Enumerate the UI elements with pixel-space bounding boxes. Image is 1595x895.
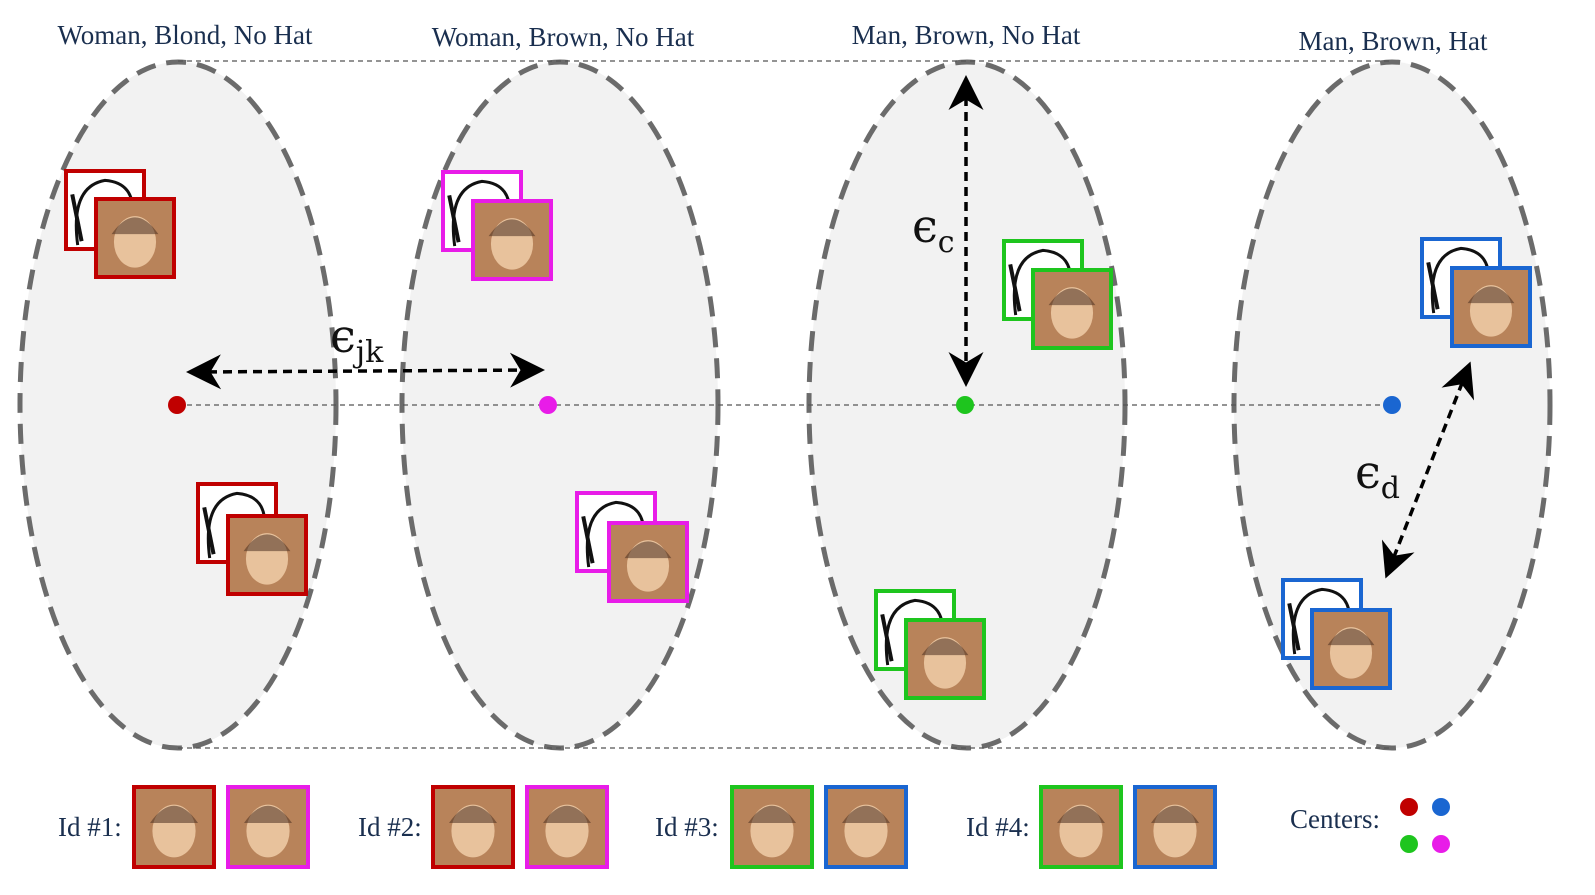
identity-3-label: Id #3: [655, 812, 719, 842]
legend-dot-blue [1432, 798, 1450, 816]
identity-2-photo-2 [527, 787, 607, 867]
cluster-3-pair-bottom-photo [906, 620, 984, 698]
cluster-1-center-dot [168, 396, 186, 414]
epsilon-d-label: ϵd [1355, 445, 1400, 506]
epsilon-jk-arrow [186, 352, 545, 390]
identity-3-photo-2 [826, 787, 906, 867]
cluster-3-center-dot [956, 396, 974, 414]
cluster-4-title: Man, Brown, Hat [1299, 26, 1488, 56]
identity-3-photo-1 [732, 787, 812, 867]
cluster-1-pair-top-photo-frame [94, 197, 176, 279]
epsilon-c-label: ϵc [912, 199, 955, 260]
distance-arrows [186, 75, 1475, 579]
cluster-1-title: Woman, Blond, No Hat [57, 20, 313, 50]
cluster-2-pair-top-photo-frame [471, 199, 553, 281]
legend-dot-red [1400, 798, 1418, 816]
epsilon-d-symbol: ϵ [1355, 445, 1381, 499]
epsilon-d-arrow [1381, 361, 1475, 579]
center-dots [168, 396, 1401, 414]
cluster-3-pair-top-photo-frame [1031, 268, 1113, 350]
sketch-photo-pairs [64, 169, 1532, 700]
cluster-2-pair-bottom-photo [609, 523, 687, 601]
cluster-1-pair-top-photo [96, 199, 174, 277]
epsilon-jk-subscript: jk [353, 335, 384, 370]
epsilon-jk-label: ϵjk [330, 309, 384, 370]
epsilon-jk-symbol: ϵ [330, 309, 356, 363]
centers-legend-label: Centers: [1290, 804, 1380, 834]
cluster-1-pair-bottom-photo [228, 516, 306, 594]
legend-dot-magenta [1432, 835, 1450, 853]
epsilon-c-subscript: c [938, 225, 955, 260]
cluster-3-title: Man, Brown, No Hat [852, 20, 1081, 50]
cluster-2-pair-bottom [575, 491, 689, 603]
identity-2-photo-1 [433, 787, 513, 867]
identity-2-frame-2 [525, 785, 609, 869]
identity-4-photo-1 [1041, 787, 1121, 867]
cluster-2-title: Woman, Brown, No Hat [432, 22, 695, 52]
identity-4-photo-2 [1135, 787, 1215, 867]
cluster-1-pair-bottom-photo-frame [226, 514, 308, 596]
cluster-4-pair-bottom-photo-frame [1310, 608, 1392, 690]
cluster-4-pair-top-photo [1452, 268, 1530, 346]
cluster-2-pair-top [441, 170, 553, 281]
identity-1-frame-2 [226, 785, 310, 869]
cluster-3-pair-bottom [874, 589, 986, 700]
identity-2-frame-1 [431, 785, 515, 869]
cluster-3-pair-bottom-photo-frame [904, 618, 986, 700]
identity-1-label: Id #1: [58, 812, 122, 842]
legend-dot-green [1400, 835, 1418, 853]
identity-3-frame-2 [824, 785, 908, 869]
identity-row: Id #1: Id #2: Id #3: Id #4: [58, 785, 1217, 869]
epsilon-d-subscript: d [1381, 471, 1400, 506]
cluster-4-pair-top-photo-frame [1450, 266, 1532, 348]
cluster-2-center-dot [539, 396, 557, 414]
identity-1-photo-2 [228, 787, 308, 867]
cluster-3-pair-top-photo [1033, 270, 1111, 348]
identity-1-frame-1 [132, 785, 216, 869]
cluster-2-pair-bottom-photo-frame [607, 521, 689, 603]
identity-4-label: Id #4: [966, 812, 1030, 842]
cluster-1-pair-bottom [196, 482, 308, 596]
epsilon-c-symbol: ϵ [912, 199, 938, 253]
identity-2-label: Id #2: [358, 812, 422, 842]
cluster-1-pair-top [64, 169, 176, 279]
centers-legend: Centers: [1290, 798, 1450, 853]
cluster-4-pair-bottom [1281, 578, 1392, 690]
cluster-4-pair-bottom-photo [1312, 610, 1390, 688]
identity-4-frame-2 [1133, 785, 1217, 869]
cluster-4-center-dot [1383, 396, 1401, 414]
cluster-titles: Woman, Blond, No Hat Woman, Brown, No Ha… [57, 20, 1488, 56]
identity-3-frame-1 [730, 785, 814, 869]
identity-4-frame-1 [1039, 785, 1123, 869]
cluster-3-pair-top [1002, 239, 1113, 350]
cluster-2-pair-top-photo [473, 201, 551, 279]
cluster-4-pair-top [1420, 237, 1532, 348]
guide-lines [178, 60, 1392, 749]
identity-1-photo-1 [134, 787, 214, 867]
